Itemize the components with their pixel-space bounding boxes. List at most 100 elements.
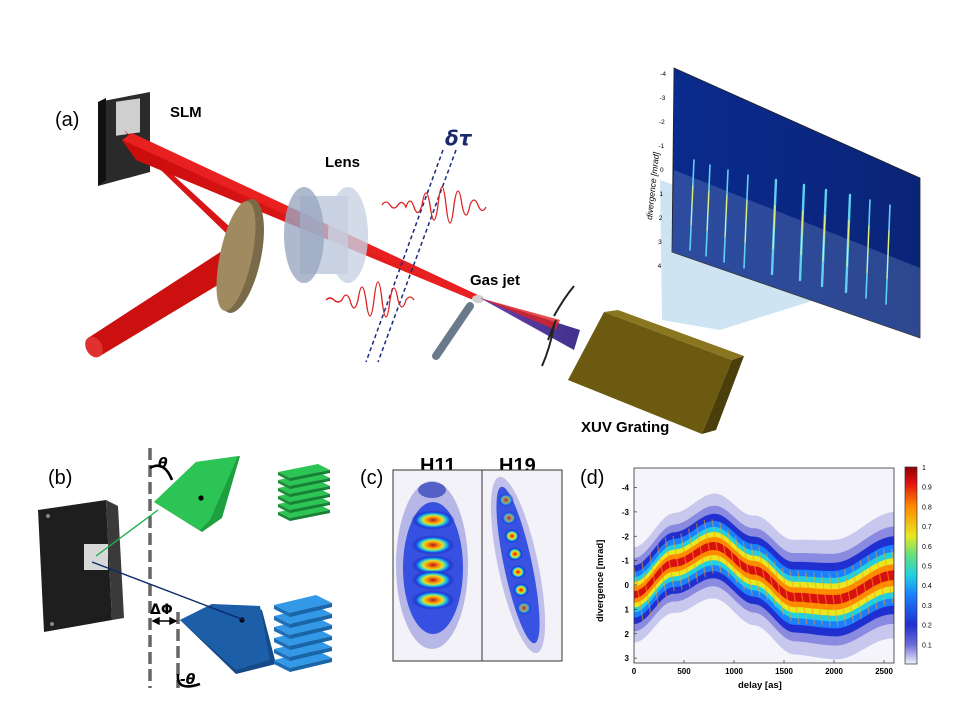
green-stack-side [278,472,290,481]
heatmap-fringe [680,533,691,588]
theta-arc [149,464,174,481]
heatmap-fringe [727,528,738,583]
h11-fringe [411,510,455,530]
heatmap-fringe [649,552,660,607]
harmonic-core [744,199,748,244]
blue-stack-front [290,636,332,650]
colorbar [904,466,918,665]
heatmap [634,493,894,660]
heatmap-fringe [812,571,823,626]
heatmap-fringe [634,567,644,621]
theta-label: θ [158,456,168,472]
h19-fringe [501,511,517,525]
green-stack-front [290,486,330,497]
spectrum-tick-label: -4 [660,71,666,78]
x-tick-label: 1500 [775,667,793,676]
colorbar-tick-label: 0.8 [922,504,932,511]
h11-fringe [411,570,455,590]
blue-stack-layer [274,606,332,624]
heatmap-fringe [750,543,761,598]
heatmap-fringe [734,536,745,591]
blue-stack [274,595,332,672]
heatmap-fringe [758,546,769,601]
spectrum-screen [671,67,921,339]
h19-image [490,476,546,654]
blue-stack-front [290,647,332,661]
h19-fringe [507,547,523,561]
x-tick-label: 2500 [875,667,893,676]
panel-a: (a) SLM Lens [55,67,921,436]
colorbar-tick-label: 0.9 [922,485,932,492]
heatmap-fringe [836,571,847,626]
blue-stack-front [290,658,332,672]
y-axis-label: divergence [mrad] [595,540,606,622]
green-stack-side [278,488,290,497]
green-stack-side [278,504,290,513]
heatmap-fringe [797,570,808,625]
spectrum-ylabel: divergence [mrad] [644,151,661,220]
colorbar-ticks: 10.90.80.70.60.50.40.30.20.1 [922,465,932,649]
green-stack-front [290,478,330,489]
heatmap-fringe [656,543,667,598]
h19-fringe [498,493,514,507]
x-axis-label: delay [as] [738,680,782,691]
h11-fringe [411,535,455,555]
x-tick-label: 2000 [825,667,843,676]
h11-top-spot [418,482,446,498]
panel-b-label: (b) [48,467,72,489]
spectrum-tick-label: 1 [659,191,663,198]
gas-jet-label: Gas jet [470,272,520,289]
heatmap-fringe [820,572,831,627]
h19-fringe [510,565,526,579]
y-tick-label: -1 [622,557,630,566]
y-tick-label: -3 [622,508,630,517]
blue-stack-side [274,616,290,628]
y-tick-label: 2 [625,630,630,639]
heatmap-band [634,542,894,605]
input-beam [88,238,256,356]
green-stack-side [278,496,290,505]
h19-fringe [504,529,520,543]
colorbar-tick-label: 0.1 [922,642,932,649]
heatmap-fringe [851,565,862,620]
heatmap-fringe [711,519,722,574]
blue-stack-front [290,614,332,628]
slm-label: SLM [170,104,202,121]
x-tick-label: 500 [677,667,691,676]
delta-tau-label: δτ [445,126,473,150]
panel-b: (b) ΔΦ θ [38,448,332,688]
green-ray [95,509,159,557]
blue-stack-side [274,627,290,639]
blue-ray [91,561,245,621]
harmonic-core [706,189,710,232]
h11-fringe [411,555,455,575]
colorbar-tick-label: 1 [922,465,926,472]
heatmap-fringe [773,561,784,616]
blue-stack-side [274,649,290,661]
delta-phi-arrow [151,616,178,626]
blue-stack-front [290,625,332,639]
heatmap-fringe [890,548,894,568]
h11-fringe [411,590,455,610]
colorbar-tick-label: 0.5 [922,564,932,571]
green-stack-layer [278,464,330,478]
spectrum-tick-label: -2 [659,119,665,126]
heatmap-fringe [805,571,816,625]
heatmap-fringe [742,541,753,596]
blue-stack-side [274,605,290,617]
green-pixel [154,456,240,532]
colorbar-tick-label: 0.4 [922,583,932,590]
gas-jet [432,295,484,360]
heatmap-fringe [844,569,855,624]
blue-stack-layer [274,617,332,635]
y-tick-label: 0 [625,581,630,590]
blue-stack-layer [274,628,332,646]
heatmap-fringe [859,560,870,615]
heatmap-fringe [695,523,706,578]
blue-stack-layer [274,595,332,613]
panel-d-label: (d) [580,467,604,489]
heatmap-fringe [875,551,886,606]
heatmap-fringe [664,537,675,592]
